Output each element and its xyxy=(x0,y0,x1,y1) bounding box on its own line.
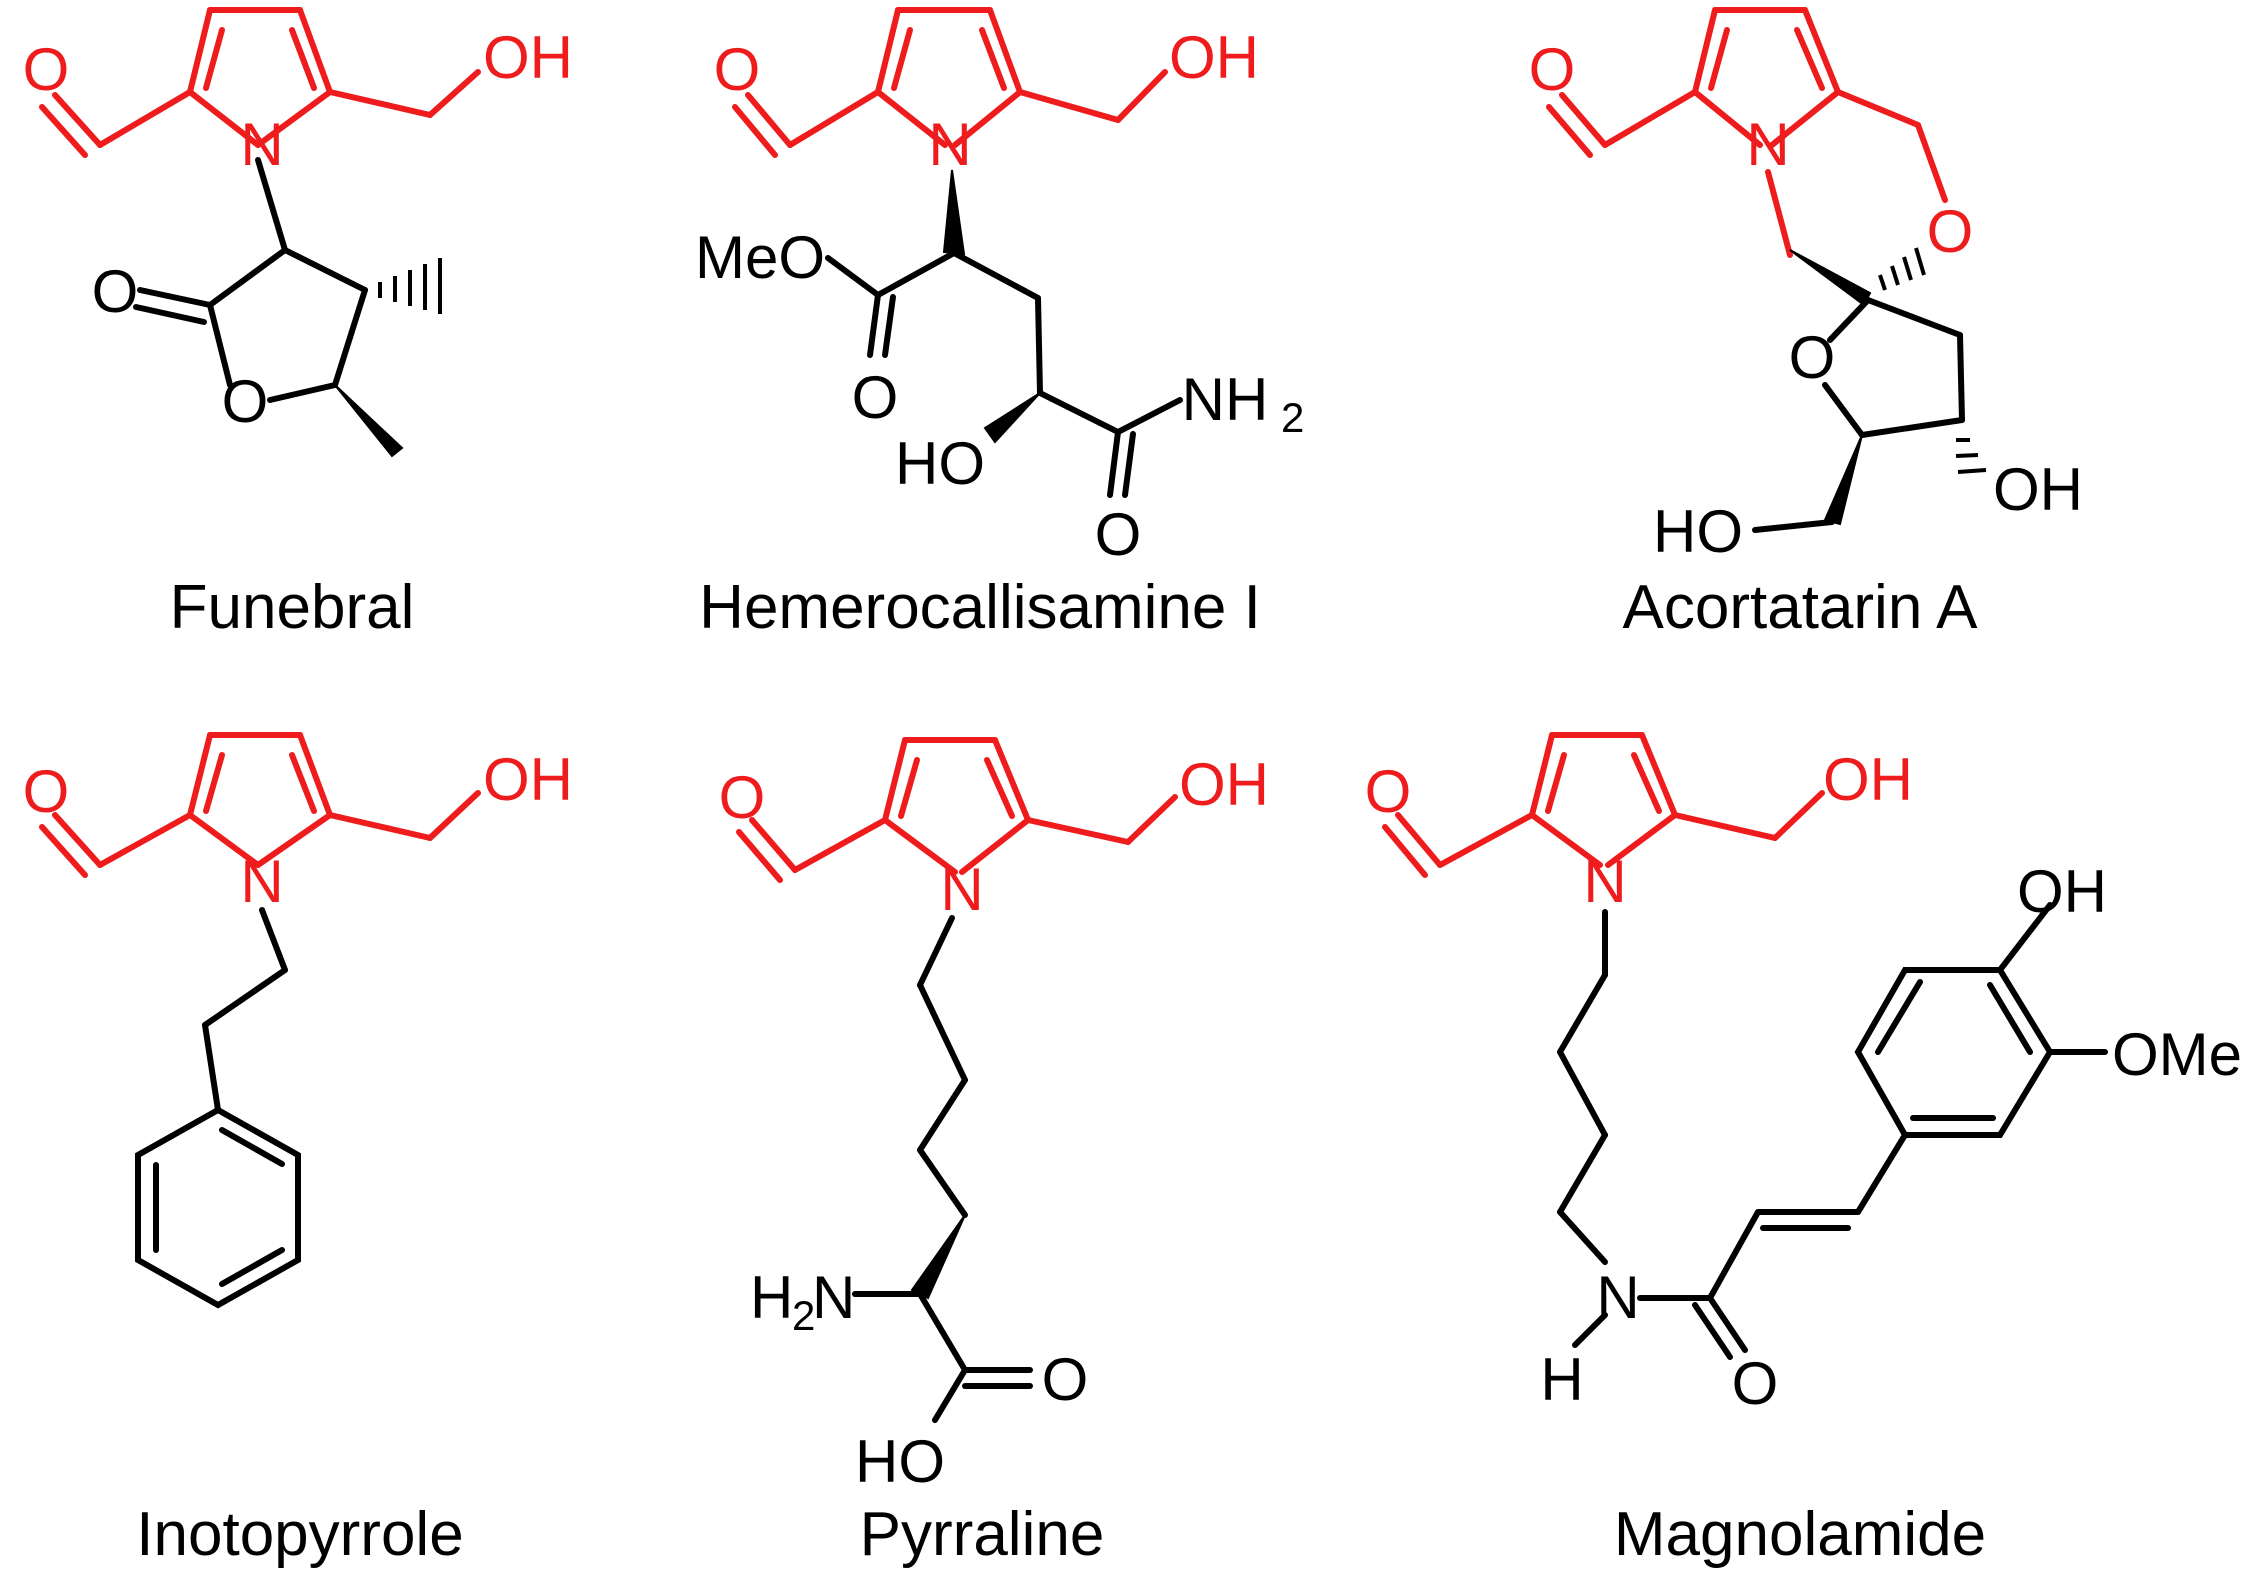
magnolamide-phenyl-ring xyxy=(1854,902,2108,1138)
acortatarin-hydroxyl: OH xyxy=(1993,456,2083,523)
acortatarin-aldehyde-o: O xyxy=(1529,36,1576,103)
inotopyrrole-aldehyde-o: O xyxy=(23,758,70,825)
caption-pyrraline: Pyrraline xyxy=(860,1500,1105,1569)
hemerocallisamine-hydroxyl: OH xyxy=(1169,24,1259,91)
magnolamide-amide-h: H xyxy=(1540,1346,1583,1413)
caption-funebral: Funebral xyxy=(170,573,415,642)
magnolamide-pyrrole-n: N xyxy=(1583,848,1626,915)
pyrraline-lysine-chain xyxy=(852,915,1033,1423)
acortatarin-pyrrole-n: N xyxy=(1746,111,1789,178)
hemerocallisamine-amide-subscript: 2 xyxy=(1281,394,1304,441)
magnolamide-methoxy: OMe xyxy=(2112,1021,2242,1088)
funebral-pyrrole-n: N xyxy=(240,111,283,178)
caption-hemerocallisamine-i: Hemerocallisamine I xyxy=(699,573,1261,642)
hemerocallisamine-aldehyde-o: O xyxy=(714,36,761,103)
hemerocallisamine-methoxy: MeO xyxy=(695,224,825,291)
magnolamide-hydroxyl-core: OH xyxy=(1823,746,1913,813)
pyrraline-pyrrole-n: N xyxy=(940,856,983,923)
compound-pyrraline: O OH N H 2 N O HO Pyrraline xyxy=(719,737,1269,1569)
funebral-hydroxyl: OH xyxy=(483,24,573,91)
inotopyrrole-phenethyl xyxy=(135,907,301,1309)
compound-acortatarin-a: O N O O OH HO Acortatarin A xyxy=(1529,7,2083,642)
inotopyrrole-pyrrole-core xyxy=(39,732,481,878)
magnolamide-aldehyde-o: O xyxy=(1365,758,1412,825)
hemerocallisamine-ester-o: O xyxy=(852,364,899,431)
compound-inotopyrrole: O OH N Inotopyrrole xyxy=(23,732,573,1569)
funebral-pyrrole-core xyxy=(39,7,481,158)
pyrraline-amine-n: N xyxy=(812,1264,855,1331)
caption-magnolamide: Magnolamide xyxy=(1614,1500,1986,1569)
acortatarin-furan-o: O xyxy=(1789,324,1836,391)
funebral-aldehyde-o: O xyxy=(23,36,70,103)
hemerocallisamine-amide-o: O xyxy=(1095,501,1142,568)
hemerocallisamine-pyrrole-n: N xyxy=(928,111,971,178)
caption-acortatarin-a: Acortatarin A xyxy=(1623,573,1979,642)
pyrraline-amine-subscript: 2 xyxy=(792,1292,815,1339)
funebral-ring-o: O xyxy=(222,368,269,435)
pyrraline-amine-h: H xyxy=(750,1264,793,1331)
compound-funebral: O OH N O O Funebral xyxy=(23,7,573,642)
caption-inotopyrrole: Inotopyrrole xyxy=(136,1500,463,1569)
hemerocallisamine-amide-nh: NH xyxy=(1182,366,1269,433)
acortatarin-pyrrole-core xyxy=(1546,7,1948,203)
pyrraline-pyrrole-core xyxy=(736,737,1178,883)
magnolamide-pyrrole-core xyxy=(1382,732,1825,878)
magnolamide-phenol-hydroxyl: OH xyxy=(2017,858,2107,925)
funebral-lactone xyxy=(133,157,442,458)
magnolamide-amide-n: N xyxy=(1596,1264,1639,1331)
pyrraline-hydroxyl: OH xyxy=(1179,751,1269,818)
compound-magnolamide: O OH N OH OMe N H O Magnolamide xyxy=(1365,732,2242,1569)
inotopyrrole-pyrrole-n: N xyxy=(240,848,283,915)
hemerocallisamine-side-chain xyxy=(825,169,1183,498)
funebral-carbonyl-o: O xyxy=(92,258,139,325)
acortatarin-oxazine-o: O xyxy=(1927,198,1974,265)
magnolamide-amide-o: O xyxy=(1732,1350,1779,1417)
compound-hemerocallisamine-i: O OH N MeO O HO NH 2 O Hemerocallisamine… xyxy=(695,7,1304,642)
pyrraline-aldehyde-o: O xyxy=(719,764,766,831)
acortatarin-hydroxymethyl: HO xyxy=(1653,498,1743,565)
pyrraline-acid-hydroxyl: HO xyxy=(855,1428,945,1495)
inotopyrrole-hydroxyl: OH xyxy=(483,746,573,813)
pyrraline-acid-carbonyl-o: O xyxy=(1042,1346,1089,1413)
acortatarin-spiro-ring xyxy=(1752,169,1987,533)
magnolamide-amide-chain xyxy=(1557,909,1908,1360)
hemerocallisamine-hydroxyl-2: HO xyxy=(895,430,985,497)
hemerocallisamine-pyrrole-core xyxy=(732,7,1168,158)
